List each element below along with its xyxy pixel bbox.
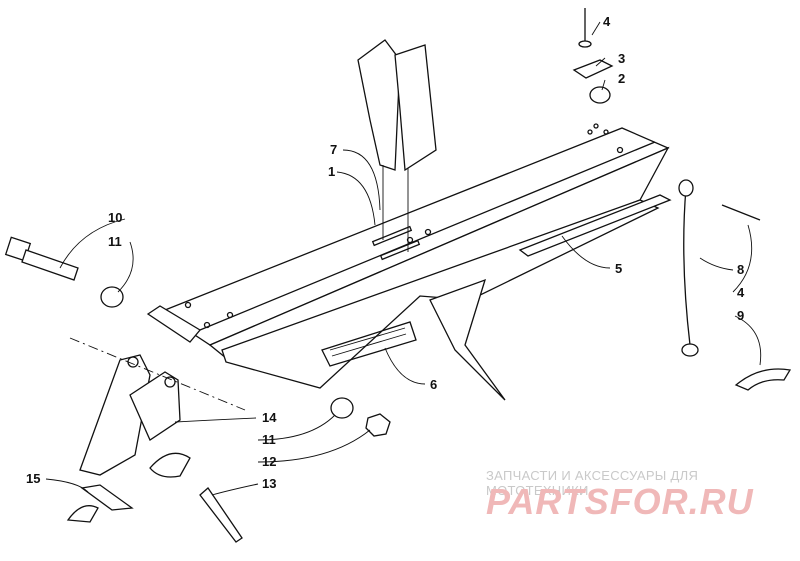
callout-5: 5 — [615, 261, 623, 276]
callout-6: 6 — [430, 377, 438, 392]
foot-pad — [357, 39, 437, 252]
callout-3: 3 — [618, 51, 626, 66]
callout-11-right: 11 — [262, 432, 276, 447]
cable-eye — [681, 343, 699, 357]
callout-14: 14 — [262, 410, 277, 425]
stand-leg — [429, 278, 506, 401]
bushing — [589, 86, 611, 104]
plate-nut — [572, 59, 614, 79]
stand-bar — [158, 123, 670, 359]
hair-clip — [734, 368, 792, 391]
callout-8: 8 — [737, 262, 745, 277]
callout-10: 10 — [108, 210, 123, 225]
callout-1: 1 — [328, 164, 336, 179]
grommet — [149, 452, 191, 478]
callout-13: 13 — [262, 476, 277, 491]
callout-2: 2 — [618, 71, 626, 86]
callout-12: 12 — [262, 454, 277, 469]
washer-right — [330, 397, 354, 419]
callout-4-top: 4 — [603, 14, 611, 29]
strip — [518, 194, 672, 257]
cable-ring — [678, 179, 694, 197]
cable — [683, 187, 691, 346]
rubber-foot — [66, 505, 99, 523]
pivot-tube — [146, 305, 201, 343]
center-line — [69, 337, 246, 411]
callout-15: 15 — [26, 471, 41, 486]
rivet — [199, 487, 243, 543]
washer — [100, 286, 124, 308]
bracket — [79, 354, 181, 476]
watermark-logo: PARTSFOR.RU — [486, 481, 754, 522]
callout-11-left: 11 — [108, 234, 122, 249]
callout-9: 9 — [737, 308, 745, 323]
washer-top — [578, 40, 592, 48]
nut — [365, 413, 391, 437]
watermark-caption: ЗАПЧАСТИ И АКСЕССУАРЫ ДЛЯ МОТОТЕХНИКИ — [486, 468, 699, 498]
leader-lines — [45, 21, 762, 496]
rubber-pad — [80, 484, 134, 511]
pin — [721, 204, 761, 221]
callout-4-right: 4 — [737, 285, 745, 300]
callout-7: 7 — [330, 142, 338, 157]
bolt — [4, 236, 79, 281]
